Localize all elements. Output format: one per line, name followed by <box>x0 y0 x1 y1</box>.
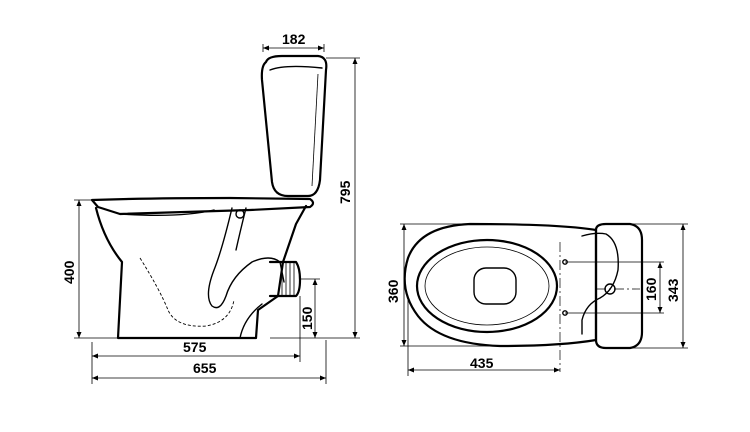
bowl-base-foot <box>239 303 263 339</box>
cistern-lid-line <box>269 65 323 71</box>
dim-outlet-projection: 575 <box>91 296 301 384</box>
bowl-rim-outline <box>403 222 598 348</box>
hinge-mark <box>235 209 245 219</box>
cistern-inner-line <box>311 73 319 187</box>
dim-outlet-height-label: 150 <box>299 306 315 330</box>
outlet-spigot <box>268 260 302 298</box>
dim-bowl-length-label: 435 <box>470 355 494 371</box>
dim-outlet-height: 150 <box>299 278 320 338</box>
dim-tank-width: 343 <box>630 223 688 349</box>
water-area <box>473 267 517 305</box>
dim-tank-depth: 182 <box>262 31 325 52</box>
side-view: 182 795 400 150 <box>61 31 360 384</box>
cistern-top-inner <box>581 232 619 335</box>
dim-fixing-distance-label: 160 <box>643 277 659 301</box>
seat-outline <box>90 196 315 216</box>
dim-total-height-label: 795 <box>337 180 353 204</box>
dim-outlet-projection-label: 575 <box>183 339 207 355</box>
dim-bowl-width: 360 <box>385 223 500 347</box>
dim-bowl-length: 435 <box>407 300 560 376</box>
dim-tank-width-label: 343 <box>665 278 681 302</box>
bowl-hidden-line <box>139 257 235 327</box>
top-view: 360 435 160 343 <box>385 222 688 376</box>
dim-bowl-width-label: 360 <box>385 279 401 303</box>
seat-under-line <box>119 209 215 217</box>
outlet-ribs <box>281 262 295 296</box>
dim-tank-depth-label: 182 <box>282 31 306 47</box>
trap-passage <box>207 207 285 309</box>
cistern-outline <box>260 54 328 198</box>
dim-total-depth-label: 655 <box>193 360 217 376</box>
dim-total-height: 795 <box>270 57 360 339</box>
trap-passage-inner <box>235 207 247 251</box>
dim-total-depth: 655 <box>92 340 327 384</box>
dim-fixing-distance: 160 <box>565 261 664 314</box>
bowl-inner-ledge <box>424 246 550 326</box>
bowl-outline <box>94 204 308 340</box>
dim-seat-height-label: 400 <box>61 260 77 284</box>
bowl-inner-outline <box>415 238 559 334</box>
dim-seat-height: 400 <box>61 199 118 339</box>
cistern-top-outline <box>594 222 644 350</box>
